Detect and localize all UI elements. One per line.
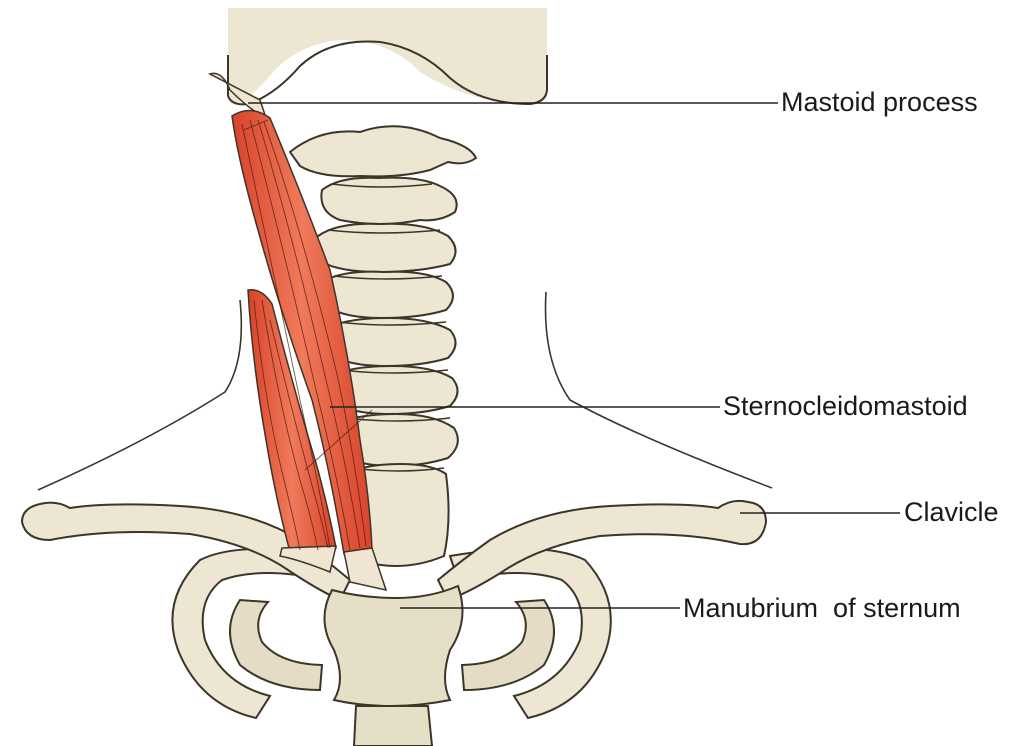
skull-base — [228, 8, 547, 105]
label-sternocleidomastoid: Sternocleidomastoid — [723, 393, 968, 420]
label-mastoid-process: Mastoid process — [781, 89, 978, 116]
label-clavicle: Clavicle — [904, 499, 999, 526]
manubrium — [324, 586, 462, 746]
label-manubrium-of-sternum: Manubrium of sternum — [683, 595, 961, 622]
